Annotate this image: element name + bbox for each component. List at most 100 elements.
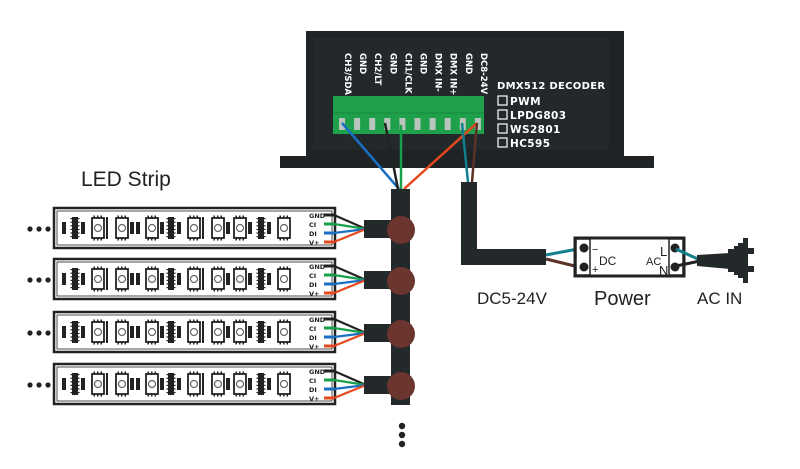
bus-junction [387,372,415,400]
led-lens [147,223,157,233]
strip-pin-pad [324,326,334,330]
resistor [177,326,181,338]
strip-pin-pad [324,264,334,268]
ic-pin [70,221,80,223]
led-pin [193,342,195,345]
led-pin [147,371,149,374]
resistor [248,222,252,234]
ic-pin [256,332,266,334]
led-pin [235,342,237,345]
led-pin [93,289,95,292]
led-pin [239,238,241,241]
strip-pin-label: DI [309,230,317,238]
ic-pin [166,236,176,238]
led-pin [213,319,215,322]
resistor [62,273,66,285]
led-lens [235,223,245,233]
led-pin [121,238,123,241]
continuation-dot [36,226,42,232]
power-supply: − + DC AC L N [573,236,686,278]
divider-line [202,268,204,290]
led-pin [121,266,123,269]
resistor [136,326,140,338]
strip-wire [333,222,367,231]
strip-pin-label: GND [309,316,326,324]
strip-wire [333,326,367,335]
dc-plus-label: + [592,264,598,276]
strip-pin-label: DI [309,334,317,342]
led-chip [233,268,247,290]
led-chip [115,373,129,395]
led-lens [279,223,289,233]
strip-pin-pad [324,231,334,235]
led-pin [100,238,102,241]
ic-pin [70,332,80,334]
led-pin [189,266,191,269]
strip-wire [333,317,367,335]
led-pin [283,394,285,397]
strip-wire [333,378,367,387]
ic-pin [166,325,176,327]
led-lens [235,274,245,284]
strip-wire [333,227,367,244]
led-pin [117,289,119,292]
ic-pin [70,272,80,274]
led-pin [286,289,288,292]
led-pin [147,289,149,292]
ic-pin [166,377,176,379]
ic-pin [70,225,80,227]
strip-pin-label: V+ [309,395,319,403]
led-lens [147,379,157,389]
led-pin [154,238,156,241]
continuation-dot [398,422,406,430]
led-pin [239,289,241,292]
ic-pin [70,322,80,324]
led-lens [189,223,199,233]
wire-blue-data [341,122,400,190]
continuation-dot [27,330,33,336]
terminal-label: GND [387,53,397,74]
ic-pin [166,381,176,383]
led-pin [97,342,99,345]
led-lens [189,274,199,284]
led-chip [115,268,129,290]
decoder-option-label: HC595 [510,138,550,150]
led-pin [239,319,241,322]
led-pin [283,266,285,269]
resistor [136,273,140,285]
led-pin [97,266,99,269]
resistor [81,378,85,390]
strip-pin-pad [324,396,334,400]
continuation-dot [45,382,51,388]
ic-pin [70,381,80,383]
ic-pin [166,384,176,386]
wire-teal-gnd [460,122,470,183]
dc-plus-terminal [579,262,589,272]
wire-brown-power [470,122,479,183]
dc-voltage-label: DC5-24V [477,289,548,308]
led-chip [233,217,247,239]
led-pin [100,394,102,397]
ic-pin [70,374,80,376]
strip-connector [364,271,394,289]
led-pin [117,266,119,269]
led-pin [124,371,126,374]
ic-chip [72,268,78,290]
led-pin [242,342,244,345]
led-pin [283,342,285,345]
ic-pin [70,279,80,281]
strip-board-inner [56,261,333,297]
divider-line [202,373,204,395]
ic-pin [70,325,80,327]
resistor [226,326,230,338]
ic-pin [70,236,80,238]
terminal-slot [429,118,436,130]
led-pin [196,342,198,345]
led-chip [115,321,129,343]
led-lens [213,379,223,389]
resistor [248,273,252,285]
